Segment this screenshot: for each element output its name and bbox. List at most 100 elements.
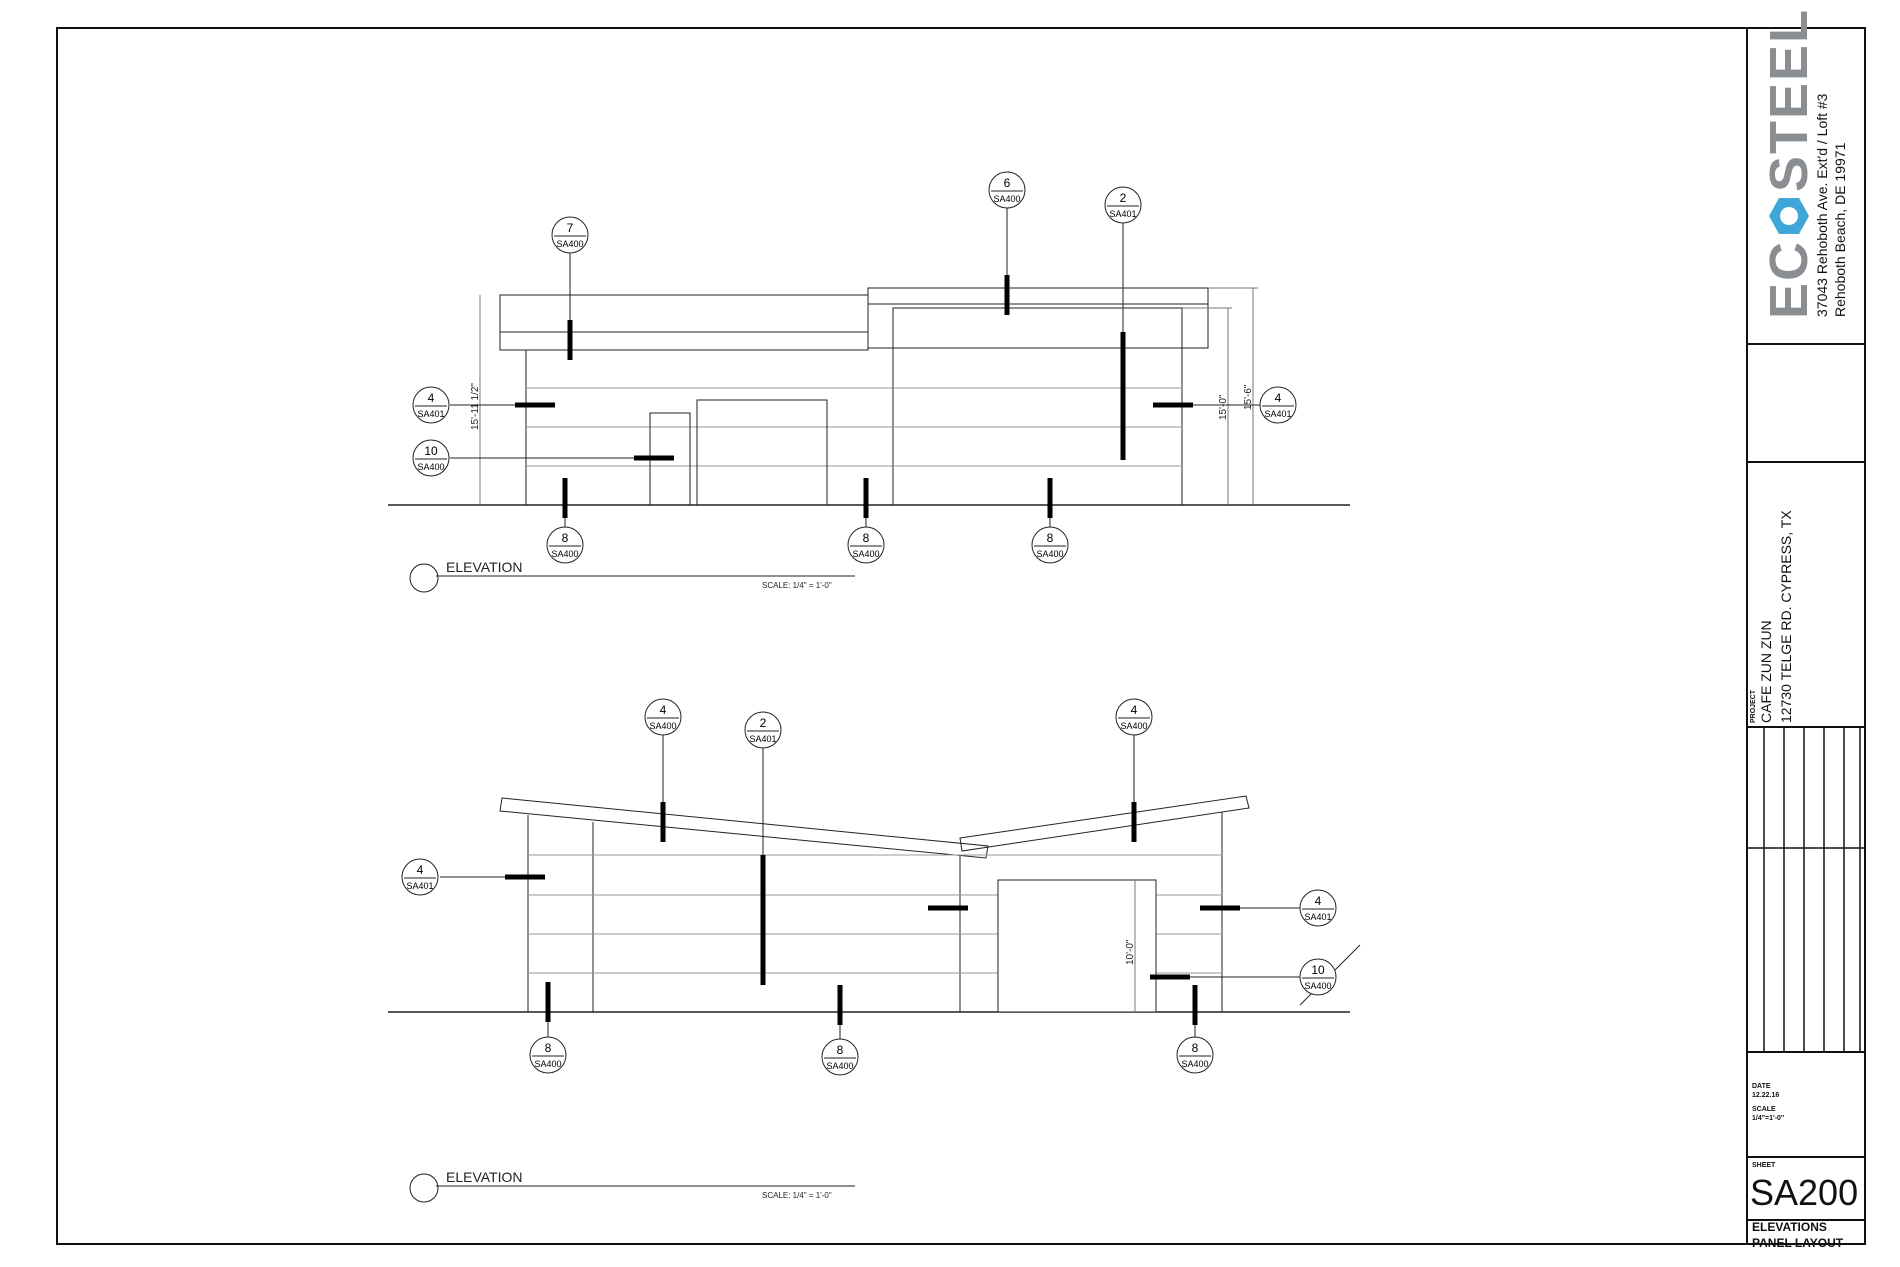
project-label: PROJECT: [1750, 689, 1757, 723]
callout-number: 4: [428, 391, 435, 405]
callout-circle: [401, 858, 439, 896]
callout-number: 8: [1192, 1041, 1199, 1055]
callout-circle: [1115, 698, 1153, 736]
sheet-title-line-1: ELEVATIONS: [1752, 1220, 1827, 1234]
callout-sheet: SA400: [649, 721, 676, 731]
dimension-4: 10'-0": [1125, 939, 1136, 965]
callout-circle: [644, 698, 682, 736]
callout-sheet: SA400: [993, 194, 1020, 204]
date-label: DATE: [1752, 1083, 1771, 1090]
callout-sheet: SA400: [417, 462, 444, 472]
callout-number: 10: [424, 444, 438, 458]
callout-number: 4: [1275, 391, 1282, 405]
dimension-3: 15'-6": [1243, 384, 1254, 410]
callout-number: 10: [1311, 963, 1325, 977]
roof-left-slope: [499, 797, 989, 859]
callout-sheet: SA400: [1181, 1059, 1208, 1069]
callout-number: 8: [837, 1043, 844, 1057]
callout-sheet: SA400: [826, 1061, 853, 1071]
sheet-label: SHEET: [1752, 1162, 1776, 1169]
callout-number: 6: [1004, 176, 1011, 190]
blank-cell: [1748, 345, 1866, 463]
callout-circle: [1104, 186, 1142, 224]
sheet-number-cell: SHEET SA200: [1748, 1158, 1866, 1221]
callout-circle: [1259, 386, 1297, 424]
callout-circle: [1031, 526, 1069, 564]
callout-circle: [1176, 1036, 1214, 1074]
revisions-cell: [1748, 728, 1866, 1053]
roof-fascia-left: [499, 294, 869, 351]
drawing-sheet-border: [56, 27, 1866, 1245]
callout-circle: [1299, 889, 1337, 927]
callout-sheet: SA401: [406, 881, 433, 891]
callout-circle: [529, 1036, 567, 1074]
date-value: 12.22.16: [1752, 1092, 1780, 1099]
callout-number: 2: [1120, 191, 1127, 205]
roof-fascia-right: [867, 287, 1209, 349]
callout-number: 7: [567, 221, 574, 235]
callout-circle: [546, 526, 584, 564]
scale-value: 1/4"=1'-0": [1752, 1115, 1785, 1122]
project-address: 12730 TELGE RD. CYPRESS, TX: [1778, 510, 1794, 723]
sheet-title-line-2: PANEL LAYOUT: [1752, 1236, 1844, 1250]
door-large-2: [997, 879, 1157, 1013]
logo-text-left: EC: [1759, 239, 1819, 319]
title-block: EC STEEL 37043 Rehoboth Ave. Ext'd / Lof…: [1746, 8, 1866, 1250]
callout-number: 4: [1131, 703, 1138, 717]
callout-circle: [988, 171, 1026, 209]
callout-sheet: SA401: [1109, 209, 1136, 219]
callout-sheet: SA401: [417, 409, 444, 419]
scale-label: SCALE: [1752, 1106, 1776, 1113]
callout-sheet: SA401: [1264, 409, 1291, 419]
roof-right-slope: [959, 795, 1250, 852]
callout-circle: [847, 526, 885, 564]
project-name: CAFE ZUN ZUN: [1758, 620, 1774, 723]
company-logo: EC STEEL: [1758, 8, 1820, 319]
callout-sheet: SA401: [1304, 912, 1331, 922]
sheet-title-cell: ELEVATIONS PANEL LAYOUT: [1748, 1220, 1866, 1250]
nut-icon: [1767, 194, 1811, 238]
wall-right: [892, 307, 1183, 506]
door-large: [696, 399, 828, 506]
callout-sheet: SA400: [556, 239, 583, 249]
callout-number: 4: [1315, 894, 1322, 908]
sheet-number: SA200: [1750, 1172, 1859, 1213]
callout-circle: [412, 439, 450, 477]
callout-sheet: SA400: [534, 1059, 561, 1069]
dimension-2: 15'-0": [1218, 394, 1229, 420]
callout-number: 8: [1047, 531, 1054, 545]
callout-circle: [412, 386, 450, 424]
callout-number: 2: [760, 716, 767, 730]
dimension-1: 15'-11 1/2": [470, 383, 481, 430]
logo-cell: EC STEEL 37043 Rehoboth Ave. Ext'd / Lof…: [1748, 8, 1866, 345]
callout-sheet: SA400: [551, 549, 578, 559]
callout-number: 4: [660, 703, 667, 717]
callout-number: 8: [562, 531, 569, 545]
callout-circle: [551, 216, 589, 254]
callout-sheet: SA400: [1036, 549, 1063, 559]
callout-circle: [744, 711, 782, 749]
date-scale-cell: DATE 12.22.16 SCALE 1/4"=1'-0": [1748, 1053, 1866, 1158]
elevation-scale-2: SCALE: 1/4" = 1'-0": [762, 1191, 832, 1200]
address-line-2: Rehoboth Beach, DE 19971: [1832, 142, 1848, 317]
elevation-marker-2: [409, 1173, 439, 1203]
project-cell: PROJECT CAFE ZUN ZUN 12730 TELGE RD. CYP…: [1748, 463, 1866, 728]
